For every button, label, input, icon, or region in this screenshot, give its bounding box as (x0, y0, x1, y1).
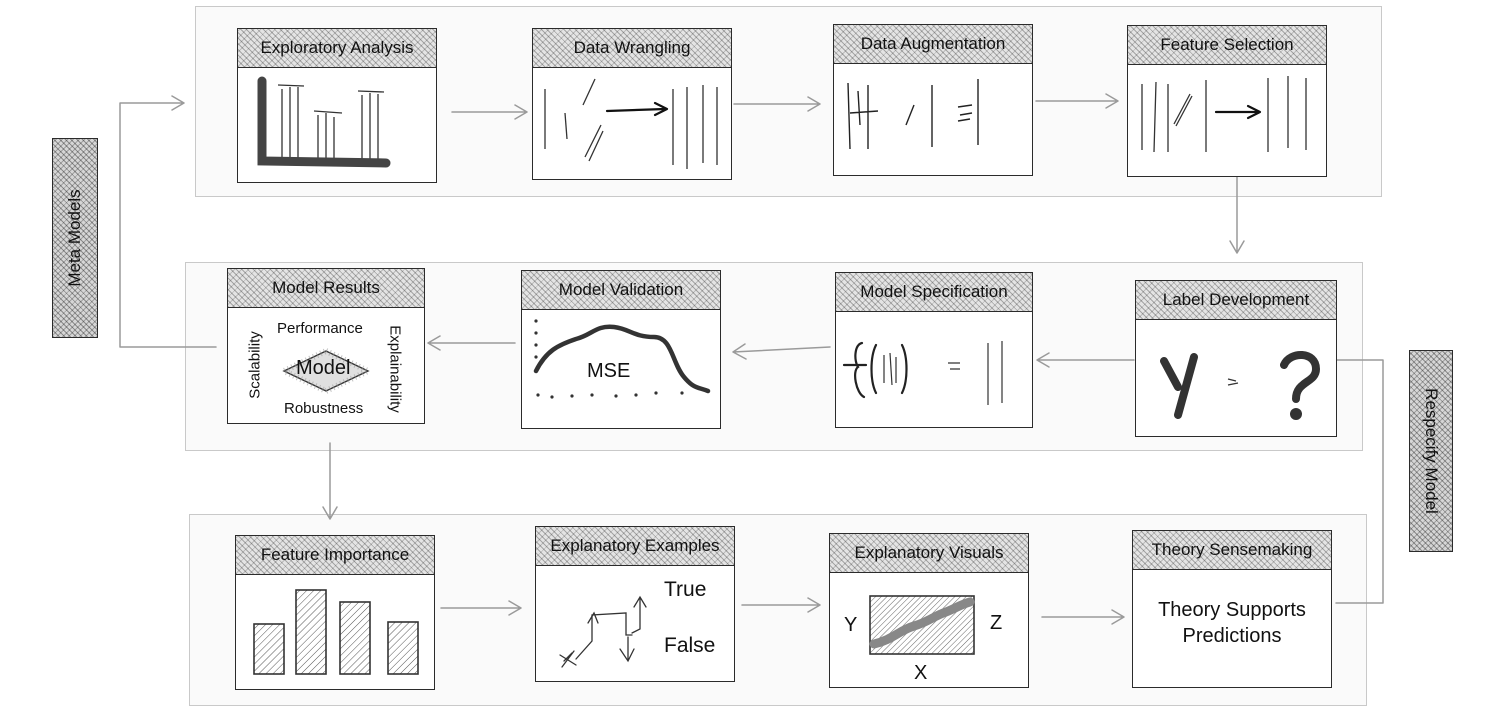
card-model-results: Model Results Model Performance Robustne… (227, 268, 425, 424)
model-diamond-shape (277, 347, 375, 395)
card-feature-importance: Feature Importance (235, 535, 435, 690)
card-theory-sensemaking: Theory Sensemaking Theory Supports Predi… (1132, 530, 1332, 688)
card-title: Feature Selection (1127, 25, 1327, 65)
card-title: Model Specification (835, 272, 1033, 312)
card-data-augmentation: Data Augmentation (833, 24, 1033, 176)
card-title: Data Wrangling (532, 28, 732, 68)
meta-models-label: Meta Models (52, 138, 98, 338)
scalability-label: Scalability (246, 331, 264, 399)
axis-y-label: Y (844, 614, 858, 636)
card-title: Exploratory Analysis (237, 28, 437, 68)
theory-line-2: Predictions (1182, 625, 1282, 647)
card-explanatory-visuals: Explanatory Visuals X Y Z (829, 533, 1029, 688)
card-explanatory-examples: Explanatory Examples True False (535, 526, 735, 682)
card-title: Feature Importance (235, 535, 435, 575)
robustness-label: Robustness (284, 400, 364, 417)
card-title: Label Development (1135, 280, 1337, 320)
card-feature-selection: Feature Selection (1127, 25, 1327, 177)
axis-z-label: Z (990, 612, 1003, 634)
theory-line-1: Theory Supports (1158, 599, 1306, 621)
card-title: Explanatory Visuals (829, 533, 1029, 573)
model-center-label: Model (296, 357, 351, 379)
card-model-specification: Model Specification (835, 272, 1033, 428)
validation-curve-sketch (533, 319, 711, 399)
true-label: True (664, 578, 707, 601)
explainability-label: Explainability (386, 325, 404, 413)
selection-sketch-icon (1141, 76, 1307, 153)
card-title: Model Results (227, 268, 425, 308)
importance-bars-sketch (253, 589, 419, 675)
mse-label: MSE (587, 360, 631, 382)
card-title: Explanatory Examples (535, 526, 735, 566)
card-title: Model Validation (521, 270, 721, 310)
respecify-model-label: Respecify Model (1409, 350, 1453, 552)
false-label: False (664, 634, 716, 657)
examples-sketch-icon (559, 595, 647, 668)
wrangling-sketch-icon (544, 78, 718, 169)
augmentation-sketch-icon (847, 79, 979, 150)
card-data-wrangling: Data Wrangling (532, 28, 732, 180)
card-label-development: Label Development (1135, 280, 1337, 437)
respecify-model-text: Respecify Model (1422, 388, 1441, 514)
meta-models-text: Meta Models (65, 189, 84, 287)
surface-plot-sketch (869, 595, 975, 655)
card-model-validation: Model Validation MSE (521, 270, 721, 429)
bar-sketch-icon (257, 76, 391, 168)
card-exploratory-analysis: Exploratory Analysis (237, 28, 437, 183)
performance-label: Performance (277, 320, 363, 337)
specification-sketch-icon (842, 341, 1003, 405)
label-question-sketch (1160, 351, 1321, 420)
card-title: Data Augmentation (833, 24, 1033, 64)
card-title: Theory Sensemaking (1132, 530, 1332, 570)
axis-x-label: X (914, 662, 928, 684)
